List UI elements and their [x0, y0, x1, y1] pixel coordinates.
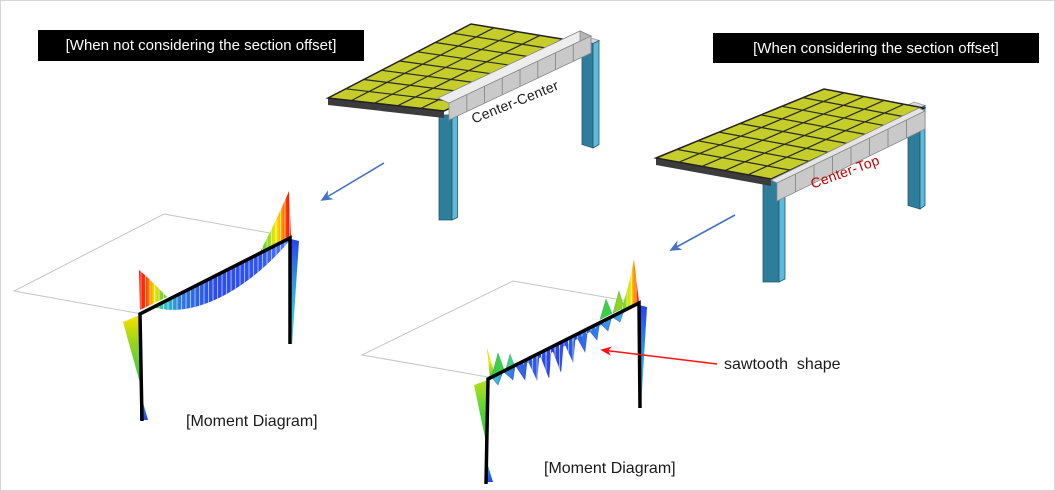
column-moment-left	[123, 315, 140, 383]
model-center-center	[325, 23, 601, 221]
model-center-top	[653, 88, 927, 283]
column-right	[580, 36, 601, 149]
column-moment-right	[291, 239, 299, 346]
banner-no-offset: [When not considering the section offset…	[38, 30, 364, 61]
frame-outline	[484, 300, 642, 485]
column-moment-left	[474, 380, 488, 447]
annotation-sawtooth-shape: sawtooth shape	[724, 356, 841, 373]
column-left	[438, 111, 458, 221]
column-left	[762, 175, 786, 283]
slab-edge	[656, 158, 771, 186]
leader-arrow-left	[320, 162, 385, 201]
beam-offset-below	[770, 107, 926, 202]
caption-moment-diagram-left: [Moment Diagram]	[186, 413, 318, 430]
moment-diagram-left	[12, 191, 299, 422]
sawtooth-pointer-arrow	[600, 346, 718, 365]
leader-arrow-right	[669, 214, 736, 251]
slab-wireframe	[360, 280, 641, 378]
caption-moment-diagram-right: [Moment Diagram]	[544, 460, 676, 477]
beam-segments	[466, 44, 574, 112]
frame-outline	[138, 235, 292, 422]
slab-top	[653, 88, 927, 180]
slab-mesh-grid	[676, 92, 906, 176]
corner-moment-left-top	[487, 348, 494, 379]
green-teeth-right	[599, 289, 625, 321]
moment-diagram-right	[360, 259, 647, 485]
beam-segments	[795, 120, 907, 192]
banner-with-offset: [When considering the section offset]	[713, 33, 1039, 63]
beam	[437, 30, 592, 121]
slab-edge	[328, 98, 444, 118]
